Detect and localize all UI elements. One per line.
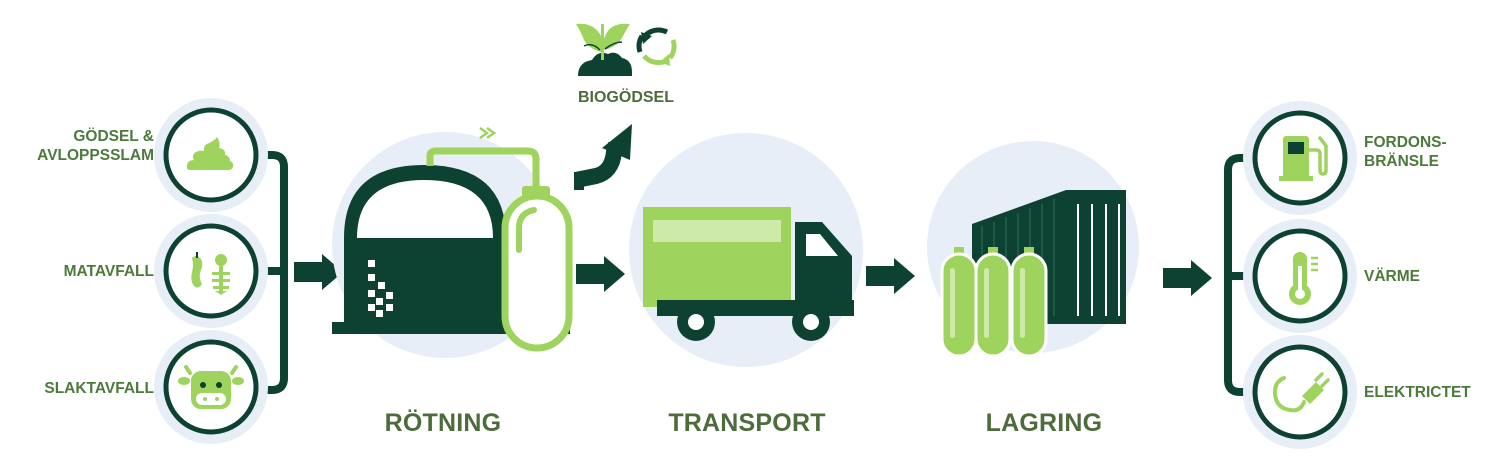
flow-arrow: [294, 254, 343, 290]
flow-arrow: [866, 258, 915, 294]
stage-label-storage: LAGRING: [985, 409, 1103, 437]
stage-label-digestion: RÖTNING: [384, 409, 502, 437]
truck-icon: [629, 133, 863, 367]
output-label-fuel: FORDONS- BRÄNSLE: [1364, 134, 1447, 170]
flow-arrow: [576, 256, 625, 292]
digester-icon: [332, 126, 573, 358]
cow-icon: [154, 330, 268, 444]
manure-icon: [154, 98, 268, 212]
gas-cylinders: [940, 247, 1048, 358]
input-label-manure: GÖDSEL & AVLOPPSSLAM: [37, 128, 154, 164]
stage-label-transport: TRANSPORT: [668, 409, 826, 437]
output-label-electricity: ELEKTRICTET: [1364, 384, 1471, 401]
byproduct-arrow: [574, 124, 632, 190]
byproduct-label: BIOGÖDSEL: [577, 89, 674, 106]
digester-bubbles: [368, 260, 393, 317]
gas-storage-icon: [927, 141, 1139, 358]
fuel-pump-icon: [1243, 101, 1357, 215]
flow-arrow: [1163, 260, 1212, 296]
output-label-heat: VÄRME: [1364, 268, 1420, 285]
electric-plug-icon: [1243, 335, 1357, 449]
input-label-food-waste: MATAVFALL: [63, 263, 154, 280]
container-ribs: [1077, 204, 1120, 316]
thermometer-icon: [1243, 219, 1357, 333]
plant-recycle-icon: [576, 23, 677, 76]
input-label-slaughter-waste: SLAKTAVFALL: [44, 380, 154, 397]
food-waste-icon: [154, 214, 268, 328]
